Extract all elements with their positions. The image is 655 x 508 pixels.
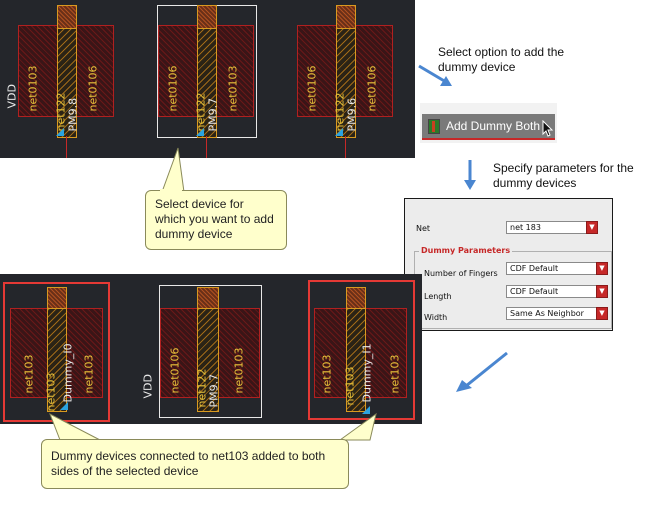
right-dummy-device-name: Dummy_I1 (360, 343, 374, 403)
right-dummy-gate-net: net103 (343, 366, 357, 406)
cell1-right-net: net0106 (86, 65, 100, 112)
cell3-device-name: PM9.6 (345, 97, 359, 132)
left-dummy-right-net: net103 (82, 354, 96, 394)
top-layout-canvas[interactable]: VDD net0103 net122 PM9.8 net0106 net0106… (0, 0, 415, 158)
cell3-right-net: net0106 (365, 65, 379, 112)
left-dummy-gate-net: net103 (44, 372, 58, 412)
cell1-left-net: net0103 (26, 65, 40, 112)
right-dummy-left-net: net103 (320, 354, 334, 394)
width-dropdown[interactable]: Same As Neighbor ▼ (506, 307, 608, 320)
chevron-down-icon: ▼ (596, 262, 608, 275)
cell2-device-name: PM9.7 (206, 97, 220, 132)
arrow-icon (456, 351, 508, 392)
fingers-label: Number of Fingers (424, 269, 498, 278)
pin-marker (196, 128, 204, 136)
fingers-dropdown[interactable]: CDF Default ▼ (506, 262, 608, 275)
arrow-icon (418, 64, 452, 86)
dummy-parameters-dialog: Net net 183 ▼ Dummy Parameters Number of… (404, 198, 613, 331)
pin-marker (56, 128, 64, 136)
arrow-icon (464, 160, 476, 190)
left-dummy-left-net: net103 (22, 354, 36, 394)
dummy-device-icon (428, 119, 440, 134)
center-device-name: PM9.7 (207, 373, 221, 408)
select-option-note: Select option to add the dummy device (438, 45, 565, 74)
cell2-right-net: net0103 (226, 65, 240, 112)
selection-box (159, 285, 262, 418)
chevron-down-icon: ▼ (596, 307, 608, 320)
pin-marker (60, 402, 68, 410)
center-left-net: net0106 (168, 347, 182, 394)
net-label: Net (416, 224, 431, 233)
specify-params-note: Specify parameters for the dummy devices (493, 161, 634, 190)
dummy-selection-box (308, 280, 415, 420)
cell3-left-net: net0106 (305, 65, 319, 112)
callout-pointer (49, 412, 377, 441)
center-right-net: net0103 (232, 347, 246, 394)
right-dummy-right-net: net103 (388, 354, 402, 394)
cell2-left-net: net0106 (166, 65, 180, 112)
dummy-result-callout: Dummy devices connected to net103 added … (41, 439, 349, 489)
cell1-device-name: PM9.8 (66, 97, 80, 132)
vdd-label: VDD (5, 84, 19, 109)
select-device-callout: Select device for which you want to add … (145, 190, 287, 250)
length-label: Length (424, 292, 452, 301)
vdd-label: VDD (141, 374, 155, 399)
bottom-layout-canvas[interactable]: VDD net103 net103 Dummy_I0 net103 net010… (0, 274, 422, 424)
add-dummy-both-label: Add Dummy Both (446, 119, 541, 133)
cursor-icon (542, 120, 554, 137)
pin-marker (362, 406, 370, 414)
left-dummy-device-name: Dummy_I0 (61, 343, 75, 403)
width-label: Width (424, 313, 448, 322)
add-dummy-both-menu-item[interactable]: Add Dummy Both (422, 114, 555, 140)
chevron-down-icon: ▼ (586, 221, 598, 234)
length-dropdown[interactable]: CDF Default ▼ (506, 285, 608, 298)
section-title: Dummy Parameters (419, 246, 513, 255)
pin-marker (335, 128, 343, 136)
net-dropdown[interactable]: net 183 ▼ (506, 221, 598, 234)
chevron-down-icon: ▼ (596, 285, 608, 298)
